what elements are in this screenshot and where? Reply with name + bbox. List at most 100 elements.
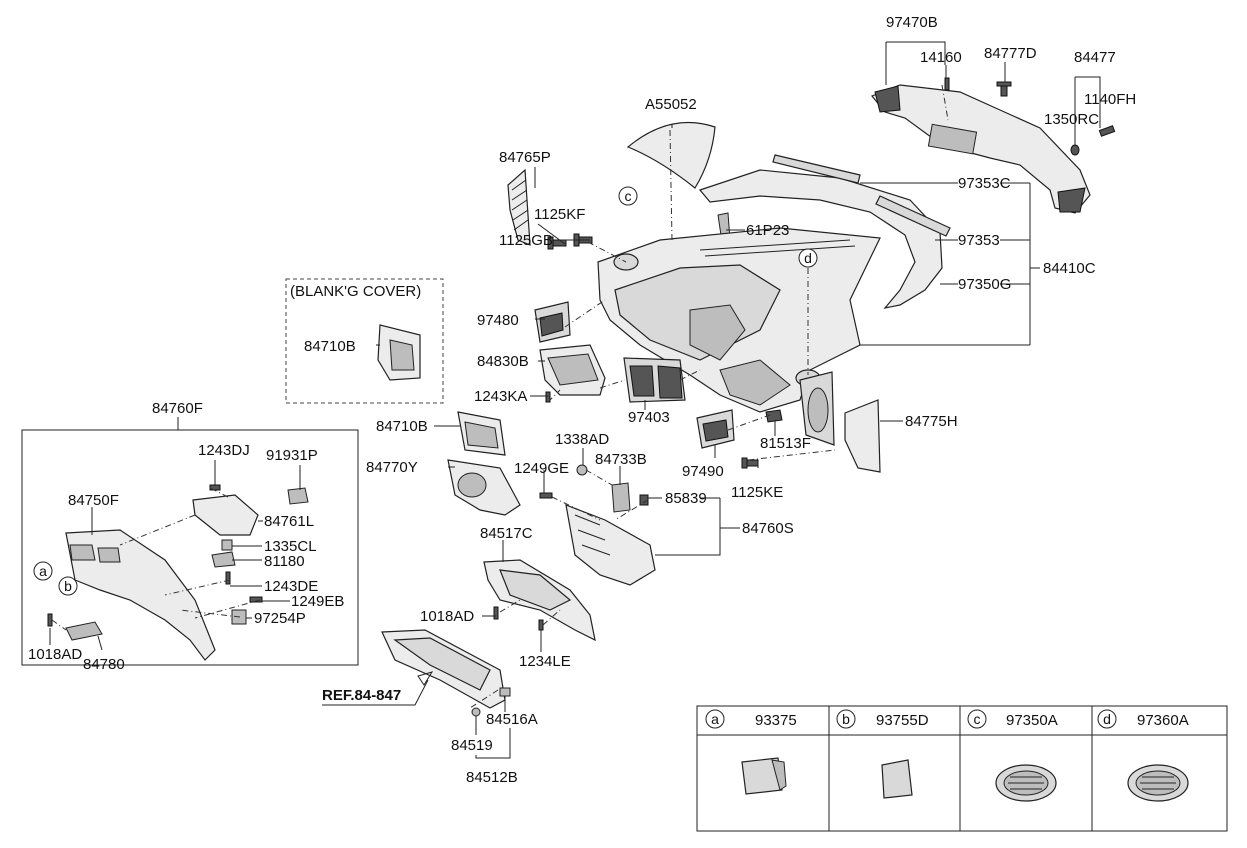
- label-97353: 97353: [958, 232, 1000, 249]
- bracket-81180: [211, 551, 236, 568]
- label-1249eb: 1249EB: [291, 593, 344, 610]
- label-84710b-top: 84710B: [304, 338, 356, 355]
- label-97403: 97403: [628, 409, 670, 426]
- cluster-fascia-84830b: [539, 344, 606, 396]
- screw-84777d: [996, 81, 1012, 97]
- label-1018ad-left: 1018AD: [28, 646, 82, 663]
- label-97490: 97490: [682, 463, 724, 480]
- label-84517c: 84517C: [480, 525, 533, 542]
- svg-text:c: c: [625, 188, 632, 204]
- clip-91931p: [287, 487, 309, 505]
- svg-text:a: a: [39, 563, 47, 579]
- label-1125kf: 1125KF: [534, 206, 585, 223]
- callout-d: d: [798, 248, 818, 268]
- svg-text:93755D: 93755D: [876, 712, 929, 729]
- bracket-84733b: [611, 482, 631, 513]
- label-84516a: 84516A: [486, 711, 538, 728]
- assembly-guide-lines: [51, 84, 949, 709]
- label-1249ge: 1249GE: [514, 460, 569, 477]
- label-84830b: 84830B: [477, 353, 529, 370]
- label-1125gb: 1125GB: [499, 232, 553, 249]
- label-91931p: 91931P: [266, 447, 318, 464]
- label-97254p: 97254P: [254, 610, 306, 627]
- label-84512b: 84512B: [466, 769, 518, 786]
- bracket-84780: [65, 621, 103, 641]
- label-84733b: 84733B: [595, 451, 647, 468]
- label-97350g: 97350G: [958, 276, 1011, 293]
- clip-81513f: [765, 409, 783, 423]
- lower-panel-assembly-frame: [21, 429, 359, 666]
- callout-b: b: [58, 576, 78, 596]
- glove-box-housing-84517c: [483, 559, 596, 642]
- label-a55052: A55052: [645, 96, 697, 113]
- grommet-1350rc: [1070, 144, 1080, 156]
- screw-1234le: [538, 619, 544, 631]
- bolt-1125kf: [547, 236, 567, 250]
- label-1140fh: 1140FH: [1084, 91, 1136, 108]
- label-1243de: 1243DE: [264, 578, 318, 595]
- bracket-84761l: [192, 494, 259, 536]
- label-85839: 85839: [665, 490, 707, 507]
- leader-lines: [49, 41, 1101, 759]
- label-84710b: 84710B: [376, 418, 428, 435]
- center-vent-97403: [623, 357, 686, 403]
- screw-1249ge: [539, 492, 553, 499]
- clip-14160: [944, 77, 950, 91]
- svg-text:97350A: 97350A: [1006, 712, 1058, 729]
- label-1350rc: 1350RC: [1044, 111, 1099, 128]
- label-97480: 97480: [477, 312, 519, 329]
- label-84750f: 84750F: [68, 492, 119, 509]
- legend-cell-c: c 97350A: [967, 709, 1058, 802]
- nut-1338ad: [576, 464, 588, 476]
- label-1335cl: 1335CL: [264, 538, 317, 555]
- button-93375-part: [741, 757, 787, 795]
- screw-1140fh: [1098, 125, 1116, 137]
- clip-1335cl: [221, 539, 233, 551]
- label-1338ad: 1338AD: [555, 431, 609, 448]
- crash-pad-main: [597, 227, 881, 413]
- legend-cell-b: b 93755D: [836, 709, 929, 799]
- label-81180: 81180: [264, 553, 305, 570]
- label-97353c: 97353C: [958, 175, 1011, 192]
- screw-1243de: [225, 571, 231, 585]
- speaker-grille-97350a-part: [995, 764, 1057, 802]
- latch-84516a: [499, 687, 511, 697]
- legend-table: a 93375 b 93755D c 97350A: [696, 705, 1228, 832]
- svg-text:93375: 93375: [755, 712, 797, 729]
- label-1243ka: 1243KA: [474, 388, 527, 405]
- stopper-84519: [471, 707, 481, 717]
- label-ref-84-847: REF.84-847: [322, 687, 401, 704]
- side-cover-84775h: [844, 399, 881, 473]
- label-84770y: 84770Y: [366, 459, 418, 476]
- label-84410c: 84410C: [1043, 260, 1096, 277]
- label-84760f: 84760F: [152, 400, 203, 417]
- speaker-grille-97360a-part: [1127, 764, 1189, 802]
- side-vent-part: [799, 371, 835, 446]
- label-97470b: 97470B: [886, 14, 938, 31]
- vent-97490: [696, 409, 735, 449]
- label-1243dj: 1243DJ: [198, 442, 250, 459]
- center-panel-84710b: [457, 411, 506, 456]
- button-93755d-part: [881, 759, 913, 799]
- screw-1249eb: [249, 596, 263, 603]
- screw-1018ad-left: [47, 613, 53, 627]
- glove-box-door: [381, 629, 506, 709]
- lower-panel-84760s: [565, 504, 656, 586]
- defroster-nozzle-part: [698, 154, 951, 309]
- label-81513f: 81513F: [760, 435, 811, 452]
- air-duct-part: [871, 84, 1091, 214]
- side-panel-part: [507, 168, 531, 246]
- label-1018ad: 1018AD: [420, 608, 474, 625]
- label-1125ke: 1125KE: [731, 484, 783, 501]
- label-14160: 14160: [920, 49, 962, 66]
- lower-panel-84750f: [65, 529, 216, 661]
- label-84777d: 84777D: [984, 45, 1037, 62]
- center-fascia-84770y: [447, 459, 521, 516]
- label-84519: 84519: [451, 737, 493, 754]
- screw-1018ad: [493, 606, 499, 620]
- svg-text:97360A: 97360A: [1137, 712, 1189, 729]
- legend-cell-a: a 93375: [705, 709, 797, 795]
- blank-cover-frame: [285, 278, 444, 404]
- label-blank-cover: (BLANK'G COVER): [290, 283, 421, 300]
